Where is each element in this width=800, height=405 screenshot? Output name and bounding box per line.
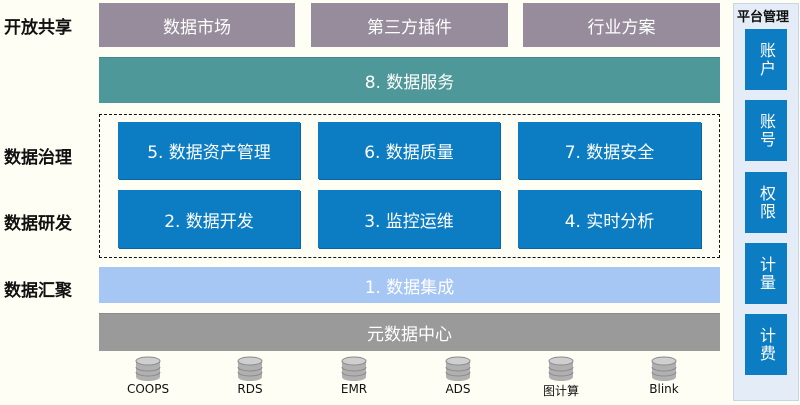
data-service-bar: 8. 数据服务 [99, 57, 720, 103]
layer-label-rd: 数据研发 [4, 214, 72, 234]
account-id-box: 账号 [745, 100, 787, 161]
permission-box: 权限 [745, 172, 787, 233]
data-development-box: 2. 数据开发 [118, 190, 300, 248]
source-label: ADS [445, 382, 471, 396]
monitoring-ops-box: 3. 监控运维 [318, 190, 500, 248]
source-label: RDS [237, 382, 263, 396]
governance-rd-group [99, 114, 720, 258]
database-icon [651, 356, 677, 381]
layer-label-share: 开放共享 [4, 18, 72, 38]
realtime-analysis-box: 4. 实时分析 [518, 190, 701, 248]
source-label: 图计算 [542, 384, 579, 398]
source-coops: COOPS [108, 356, 188, 396]
source-rds: RDS [210, 356, 290, 396]
source-label: Blink [649, 382, 679, 396]
layer-label-governance: 数据治理 [4, 148, 72, 168]
metadata-center-bar: 元数据中心 [99, 313, 720, 351]
database-icon [445, 356, 471, 381]
database-icon [237, 356, 263, 381]
data-quality-box: 6. 数据质量 [318, 122, 500, 179]
source-emr: EMR [314, 356, 394, 396]
third-party-plugin-box: 第三方插件 [311, 3, 508, 47]
billing-box: 计费 [745, 314, 787, 375]
data-security-box: 7. 数据安全 [518, 122, 701, 179]
source-graph-compute: 图计算 [521, 356, 601, 399]
source-label: COOPS [126, 382, 170, 396]
industry-solution-box: 行业方案 [523, 3, 720, 47]
data-market-box: 数据市场 [99, 3, 295, 47]
source-label: EMR [340, 382, 368, 396]
source-ads: ADS [418, 356, 498, 396]
account-box: 账户 [745, 29, 787, 90]
database-icon [135, 356, 161, 381]
platform-management-title: 平台管理 [737, 10, 790, 25]
layer-label-aggregate: 数据汇聚 [4, 281, 72, 301]
data-integration-bar: 1. 数据集成 [99, 267, 720, 303]
source-blink: Blink [624, 356, 704, 396]
metering-box: 计量 [745, 243, 787, 304]
database-icon [548, 356, 574, 381]
data-asset-management-box: 5. 数据资产管理 [118, 122, 300, 179]
database-icon [341, 356, 367, 381]
